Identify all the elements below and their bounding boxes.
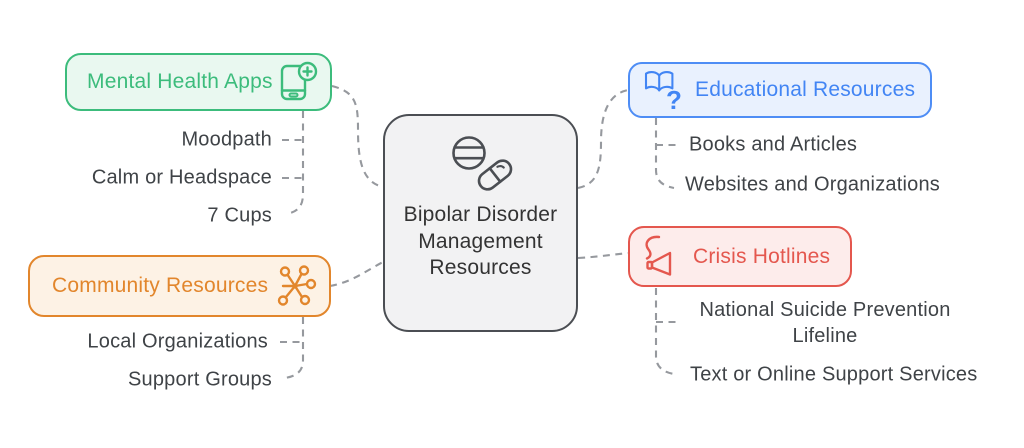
smartphone-add-icon <box>276 59 320 105</box>
node-center[interactable]: Bipolar Disorder Management Resources <box>383 114 578 332</box>
node-crisis-hotlines[interactable]: Crisis Hotlines <box>628 226 852 287</box>
crisis-hotlines-label: Crisis Hotlines <box>693 244 831 268</box>
child-websites-and-organizations[interactable]: Websites and Organizations <box>685 173 940 196</box>
spine-educational-resources <box>654 118 675 190</box>
spine-mental-health-apps <box>285 111 305 216</box>
community-resources-label: Community Resources <box>52 274 269 297</box>
child-national-suicide-prevention-lifeline[interactable]: National Suicide Prevention Lifeline <box>699 299 951 347</box>
child-text-or-online-support-services[interactable]: Text or Online Support Services <box>690 363 978 386</box>
spine-community-resources <box>284 317 305 380</box>
child-support-groups[interactable]: Support Groups <box>128 368 272 391</box>
child-local-organizations[interactable]: Local Organizations <box>87 330 268 353</box>
child-7-cups[interactable]: 7 Cups <box>207 204 272 227</box>
connector-center-to-crisis-hotlines <box>577 251 629 260</box>
spine-crisis-hotlines <box>654 288 675 376</box>
connector-community-resources-to-center <box>329 261 384 288</box>
educational-resources-label: Educational Resources <box>695 78 916 101</box>
book-question-icon: ? <box>640 66 686 114</box>
child-books-and-articles[interactable]: Books and Articles <box>689 133 858 156</box>
node-community-resources[interactable]: Community Resources <box>28 255 331 317</box>
megaphone-icon <box>638 232 684 282</box>
connector-mental-health-apps-to-center <box>331 84 384 189</box>
svg-text:?: ? <box>666 85 682 114</box>
center-node-label: Bipolar Disorder Management Resources <box>403 203 558 279</box>
pills-icon <box>442 132 520 198</box>
connector-center-to-educational-resources <box>577 88 629 190</box>
network-nodes-icon <box>273 264 317 308</box>
node-educational-resources[interactable]: ? Educational Resources <box>628 62 932 118</box>
child-moodpath[interactable]: Moodpath <box>181 128 272 151</box>
child-calm-or-headspace[interactable]: Calm or Headspace <box>91 166 272 189</box>
mental-health-apps-label: Mental Health Apps <box>87 70 273 93</box>
node-mental-health-apps[interactable]: Mental Health Apps <box>65 53 332 111</box>
